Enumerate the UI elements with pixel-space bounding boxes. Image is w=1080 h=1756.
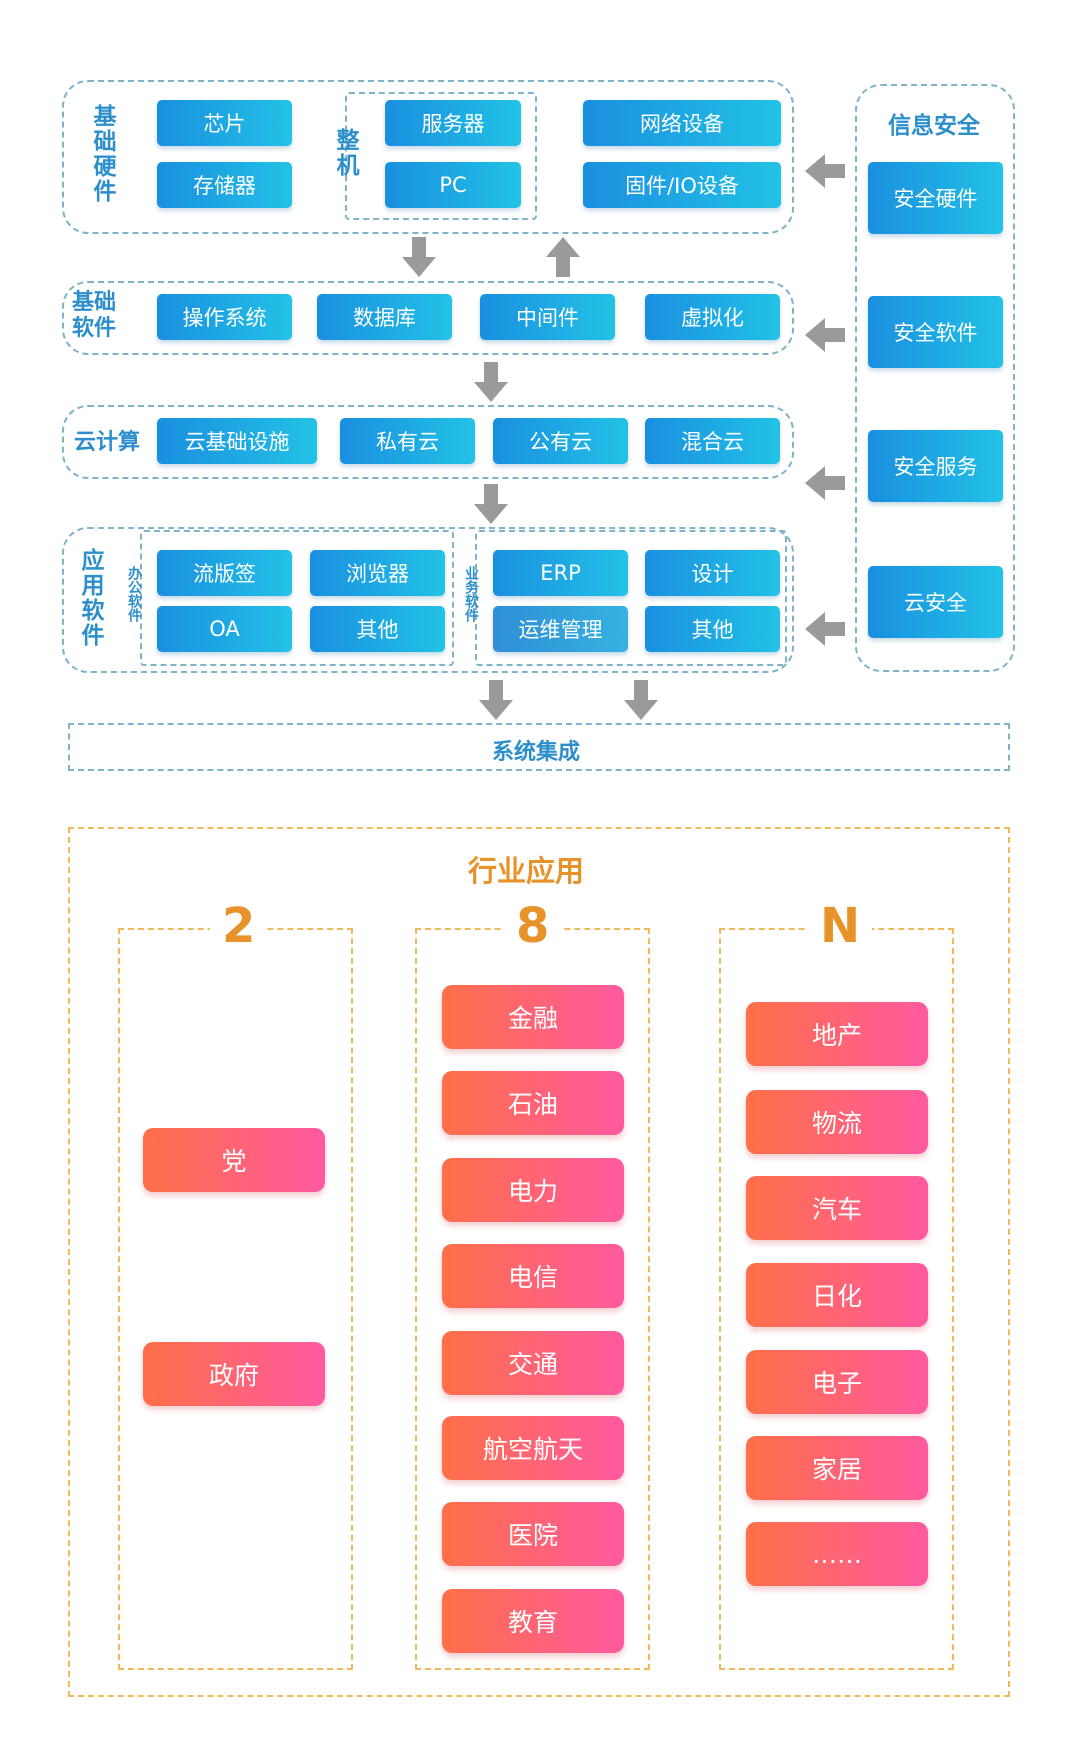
hybrid-cloud-button[interactable]: 混合云	[645, 418, 780, 464]
finance-button[interactable]: 金融	[442, 985, 624, 1049]
arrow-down-icon	[402, 237, 436, 277]
hardware-label: 基础硬件	[89, 104, 115, 204]
cloud-security-button[interactable]: 云安全	[868, 566, 1003, 638]
biz-other-button[interactable]: 其他	[645, 606, 780, 652]
office-subgroup	[140, 530, 454, 666]
security-software-button[interactable]: 安全软件	[868, 296, 1003, 368]
arrow-left-icon	[805, 612, 845, 646]
cloud-group	[62, 405, 794, 479]
arrow-down-icon	[474, 362, 508, 402]
daily-chemical-button[interactable]: 日化	[746, 1263, 928, 1327]
arrow-down-icon	[474, 484, 508, 524]
industry-title: 行业应用	[468, 854, 585, 888]
security-label: 信息安全	[888, 113, 980, 139]
hospital-button[interactable]: 医院	[442, 1502, 624, 1566]
middleware-button[interactable]: 中间件	[480, 294, 615, 340]
real-estate-button[interactable]: 地产	[746, 1002, 928, 1066]
virtualization-button[interactable]: 虚拟化	[645, 294, 780, 340]
office-label: 办公软件	[126, 566, 142, 622]
party-button[interactable]: 党	[143, 1128, 325, 1192]
electronics-button[interactable]: 电子	[746, 1350, 928, 1414]
software-group	[62, 281, 794, 355]
private-cloud-button[interactable]: 私有云	[340, 418, 475, 464]
automotive-button[interactable]: 汽车	[746, 1176, 928, 1240]
cloud-label: 云计算	[74, 430, 141, 455]
erp-button[interactable]: ERP	[493, 550, 628, 596]
biz-label: 业务软件	[463, 566, 479, 622]
security-service-button[interactable]: 安全服务	[868, 430, 1003, 502]
government-button[interactable]: 政府	[143, 1342, 325, 1406]
pc-button[interactable]: PC	[385, 162, 521, 208]
cloud-infra-button[interactable]: 云基础设施	[157, 418, 317, 464]
arrow-down-icon	[624, 680, 658, 720]
software-label: 基础软件	[72, 290, 132, 342]
more-button[interactable]: ……	[746, 1522, 928, 1586]
office-other-button[interactable]: 其他	[310, 606, 445, 652]
server-button[interactable]: 服务器	[385, 100, 521, 146]
app-group	[62, 527, 794, 673]
machine-label: 整机	[332, 128, 358, 178]
telecom-button[interactable]: 电信	[442, 1244, 624, 1308]
firmware-io-button[interactable]: 固件/IO设备	[583, 162, 781, 208]
logistics-button[interactable]: 物流	[746, 1090, 928, 1154]
security-hardware-button[interactable]: 安全硬件	[868, 162, 1003, 234]
public-cloud-button[interactable]: 公有云	[493, 418, 628, 464]
petroleum-button[interactable]: 石油	[442, 1071, 624, 1135]
ops-management-button[interactable]: 运维管理	[493, 606, 628, 652]
software-label-text: 基础软件	[72, 290, 117, 341]
group-2-number: 2	[210, 898, 268, 954]
os-button[interactable]: 操作系统	[157, 294, 292, 340]
network-device-button[interactable]: 网络设备	[583, 100, 781, 146]
database-button[interactable]: 数据库	[317, 294, 452, 340]
arrow-up-icon	[546, 237, 580, 277]
chip-button[interactable]: 芯片	[157, 100, 292, 146]
security-group	[855, 84, 1015, 672]
arrow-left-icon	[805, 154, 845, 188]
education-button[interactable]: 教育	[442, 1589, 624, 1653]
oa-button[interactable]: OA	[157, 606, 292, 652]
group-2-box	[118, 928, 353, 1670]
arrow-down-icon	[479, 680, 513, 720]
aerospace-button[interactable]: 航空航天	[442, 1416, 624, 1480]
power-button[interactable]: 电力	[442, 1158, 624, 1222]
integration-bar	[68, 723, 1010, 771]
design-button[interactable]: 设计	[645, 550, 780, 596]
storage-button[interactable]: 存储器	[157, 162, 292, 208]
transport-button[interactable]: 交通	[442, 1331, 624, 1395]
group-8-number: 8	[504, 898, 562, 954]
app-label: 应用软件	[77, 548, 103, 648]
arrow-left-icon	[805, 466, 845, 500]
biz-subgroup	[475, 530, 787, 666]
hardware-group	[62, 80, 794, 234]
browser-button[interactable]: 浏览器	[310, 550, 445, 596]
group-n-number: N	[808, 898, 873, 954]
integration-label: 系统集成	[492, 740, 581, 765]
machine-subgroup	[345, 92, 537, 220]
format-sign-button[interactable]: 流版签	[157, 550, 292, 596]
home-furnishing-button[interactable]: 家居	[746, 1436, 928, 1500]
arrow-left-icon	[805, 318, 845, 352]
industry-panel	[68, 827, 1010, 1697]
